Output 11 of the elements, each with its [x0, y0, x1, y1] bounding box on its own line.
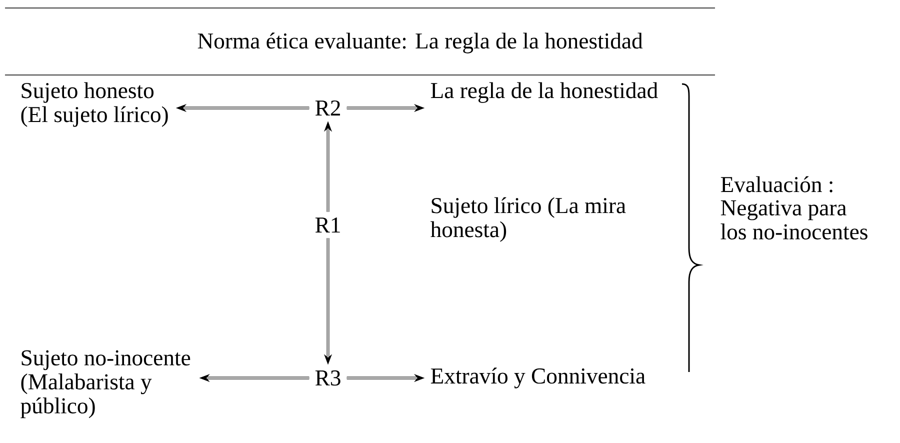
heading: Evaluación : [720, 176, 832, 192]
heading: Norma ética evaluante: La regla de la honestidad [198, 32, 643, 54]
relation-label: R3 [315, 370, 340, 386]
term-label: La regla de la honestidad [430, 82, 658, 103]
relation-label: R2 [315, 100, 340, 116]
body-text: Sujeto lírico (La mira honesta) [430, 197, 626, 242]
relation-label: R1 [315, 218, 340, 232]
term-label: Extravío y Connivencia [430, 368, 646, 388]
term-label: Sujeto honesto (El sujeto lírico) [21, 82, 168, 127]
body-text: Negativa para los no-inocentes [720, 200, 868, 240]
term-label: Sujeto no-inocente (Malabarista y público) [20, 350, 190, 418]
